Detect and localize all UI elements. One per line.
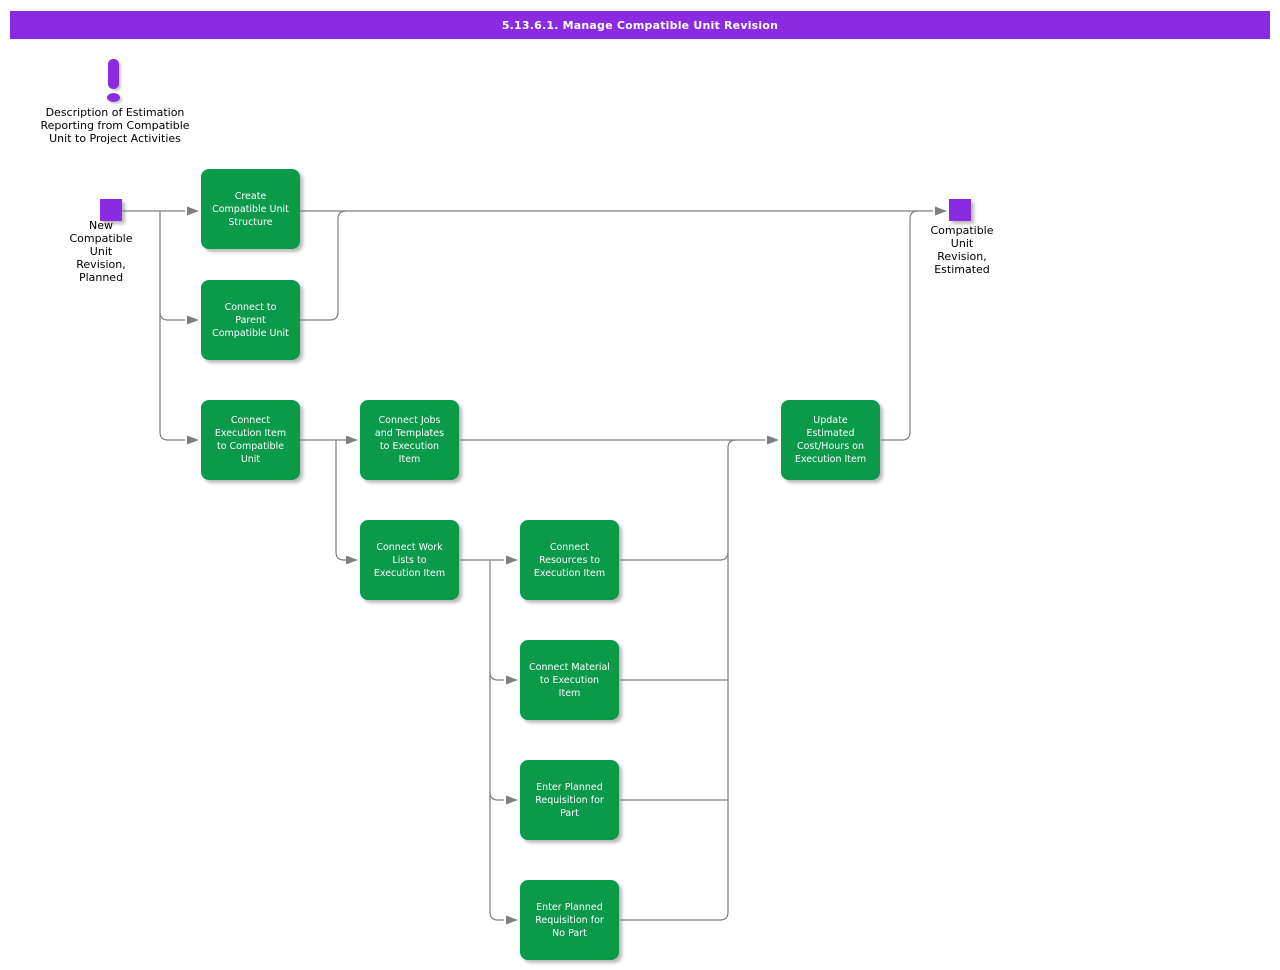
note-text: Description of Estimation Reporting from… bbox=[40, 106, 190, 145]
task-connect-material-to-execution-item[interactable]: Connect Material to Execution Item bbox=[520, 640, 619, 720]
task-label: Create Compatible Unit Structure bbox=[212, 190, 289, 228]
end-node-label: Compatible Unit Revision, Estimated bbox=[930, 224, 994, 276]
task-label: Enter Planned Requisition for No Part bbox=[535, 901, 604, 939]
task-label: Connect Material to Execution Item bbox=[529, 661, 610, 699]
task-label: Update Estimated Cost/Hours on Execution… bbox=[794, 415, 867, 465]
task-create-compatible-unit-structure[interactable]: Create Compatible Unit Structure bbox=[201, 169, 300, 249]
task-label: Connect Jobs and Templates to Execution … bbox=[374, 415, 445, 465]
exclamation-icon[interactable] bbox=[108, 59, 119, 89]
exclamation-icon-dot[interactable] bbox=[107, 93, 120, 102]
task-connect-execution-item-to-compatible-unit[interactable]: Connect Execution Item to Compatible Uni… bbox=[201, 400, 300, 480]
task-enter-planned-requisition-for-part[interactable]: Enter Planned Requisition for Part bbox=[520, 760, 619, 840]
start-node bbox=[100, 199, 122, 221]
task-label: Enter Planned Requisition for Part bbox=[535, 781, 604, 819]
task-enter-planned-requisition-for-no-part[interactable]: Enter Planned Requisition for No Part bbox=[520, 880, 619, 960]
task-label: Connect Work Lists to Execution Item bbox=[373, 541, 446, 579]
task-update-estimated-cost-hours-on-execution-item[interactable]: Update Estimated Cost/Hours on Execution… bbox=[781, 400, 880, 480]
task-connect-resources-to-execution-item[interactable]: Connect Resources to Execution Item bbox=[520, 520, 619, 600]
end-node bbox=[949, 199, 971, 221]
start-node-label: New Compatible Unit Revision, Planned bbox=[69, 219, 133, 284]
task-label: Connect to Parent Compatible Unit bbox=[212, 301, 289, 339]
task-connect-jobs-and-templates-to-execution-item[interactable]: Connect Jobs and Templates to Execution … bbox=[360, 400, 459, 480]
task-label: Connect Execution Item to Compatible Uni… bbox=[214, 415, 287, 465]
diagram-title-bar: 5.13.6.1. Manage Compatible Unit Revisio… bbox=[10, 11, 1270, 39]
task-connect-to-parent-compatible-unit[interactable]: Connect to Parent Compatible Unit bbox=[201, 280, 300, 360]
diagram-title: 5.13.6.1. Manage Compatible Unit Revisio… bbox=[501, 18, 779, 32]
task-connect-work-lists-to-execution-item[interactable]: Connect Work Lists to Execution Item bbox=[360, 520, 459, 600]
task-label: Connect Resources to Execution Item bbox=[533, 541, 606, 579]
